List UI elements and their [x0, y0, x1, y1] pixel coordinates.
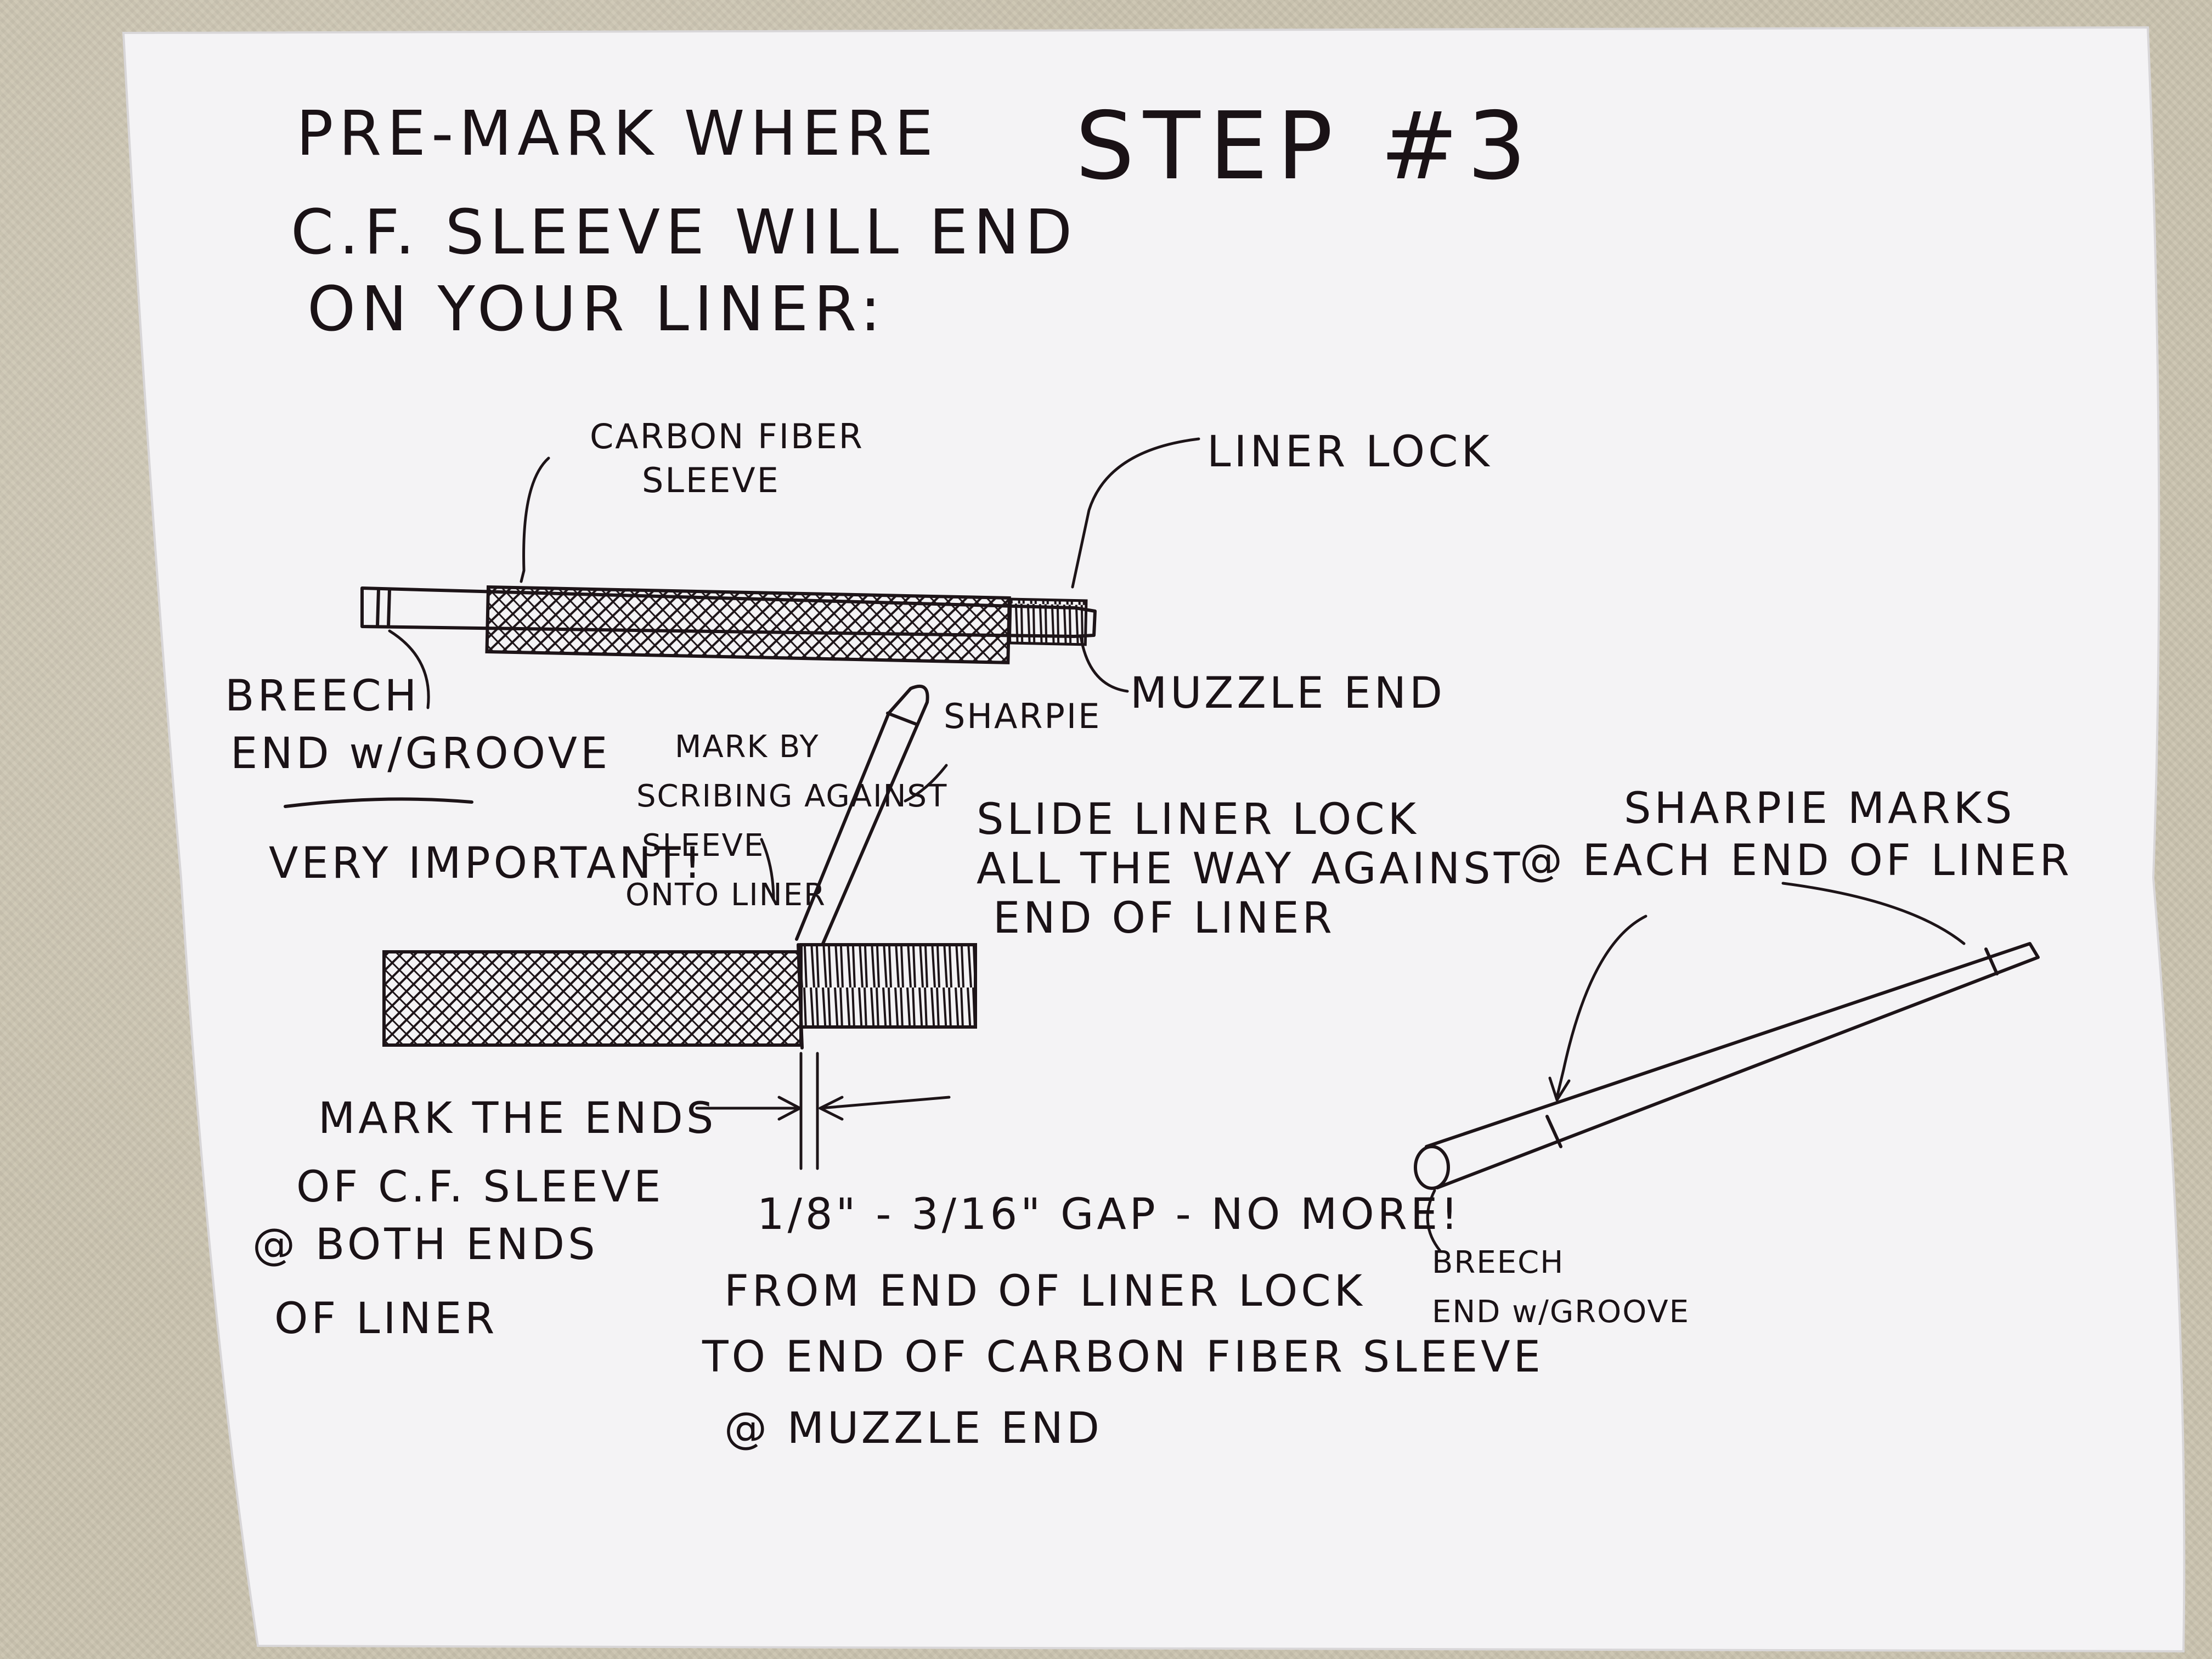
slide-liner-lock-line-3: END OF LINER: [993, 894, 1335, 943]
carbon-fiber-sleeve-label-1: CARBON FIBER: [590, 416, 864, 456]
right-breech-end-line-2: END w/GROOVE: [1432, 1294, 1690, 1330]
from-end-line-2: TO END OF CARBON FIBER SLEEVE: [702, 1333, 1544, 1382]
sharpie-marks-line-1: SHARPIE MARKS: [1624, 784, 2016, 833]
mark-the-ends-line-2: OF C.F. SLEEVE: [296, 1163, 664, 1212]
right-liner-drawing: [1414, 882, 2040, 1252]
right-breech-end-line-1: BREECH: [1432, 1245, 1565, 1280]
sharpie-marks-line-2: @ EACH END OF LINER: [1520, 836, 2073, 885]
mark-by-label-1: MARK BY: [675, 729, 820, 765]
title-line-2: C.F. SLEEVE WILL END: [291, 197, 1078, 268]
top-liner-drawing: [284, 437, 1200, 808]
mark-by-label-3: SLEEVE: [642, 828, 765, 864]
carbon-fiber-sleeve-label-2: SLEEVE: [642, 460, 780, 500]
muzzle-end-label: MUZZLE END: [1130, 669, 1446, 718]
gap-label: 1/8" - 3/16" GAP - NO MORE!: [757, 1190, 1462, 1239]
breech-end-label-2: END w/GROOVE: [230, 729, 611, 778]
mark-the-ends-line-4: OF LINER: [274, 1294, 498, 1344]
mark-the-ends-line-1: MARK THE ENDS: [318, 1094, 717, 1143]
mark-by-label-2: SCRIBING AGAINST: [636, 778, 948, 814]
mark-by-label-4: ONTO LINER: [625, 877, 826, 913]
middle-liner-drawing: [382, 685, 977, 1170]
breech-end-label-1: BREECH: [225, 672, 420, 721]
slide-liner-lock-line-1: SLIDE LINER LOCK: [977, 795, 1419, 844]
very-important-label: VERY IMPORTANT!: [269, 839, 704, 888]
from-end-line-1: FROM END OF LINER LOCK: [724, 1267, 1365, 1316]
slide-liner-lock-line-2: ALL THE WAY AGAINST: [977, 844, 1523, 894]
from-end-line-3: @ MUZZLE END: [724, 1404, 1103, 1453]
liner-lock-label: LINER LOCK: [1207, 427, 1493, 477]
sharpie-label: SHARPIE: [944, 696, 1102, 736]
title-line-3: ON YOUR LINER:: [307, 274, 887, 345]
title-line-1: PRE-MARK WHERE: [296, 98, 939, 170]
step-label: STEP #3: [1075, 92, 1536, 201]
mark-the-ends-line-3: @ BOTH ENDS: [252, 1220, 599, 1269]
